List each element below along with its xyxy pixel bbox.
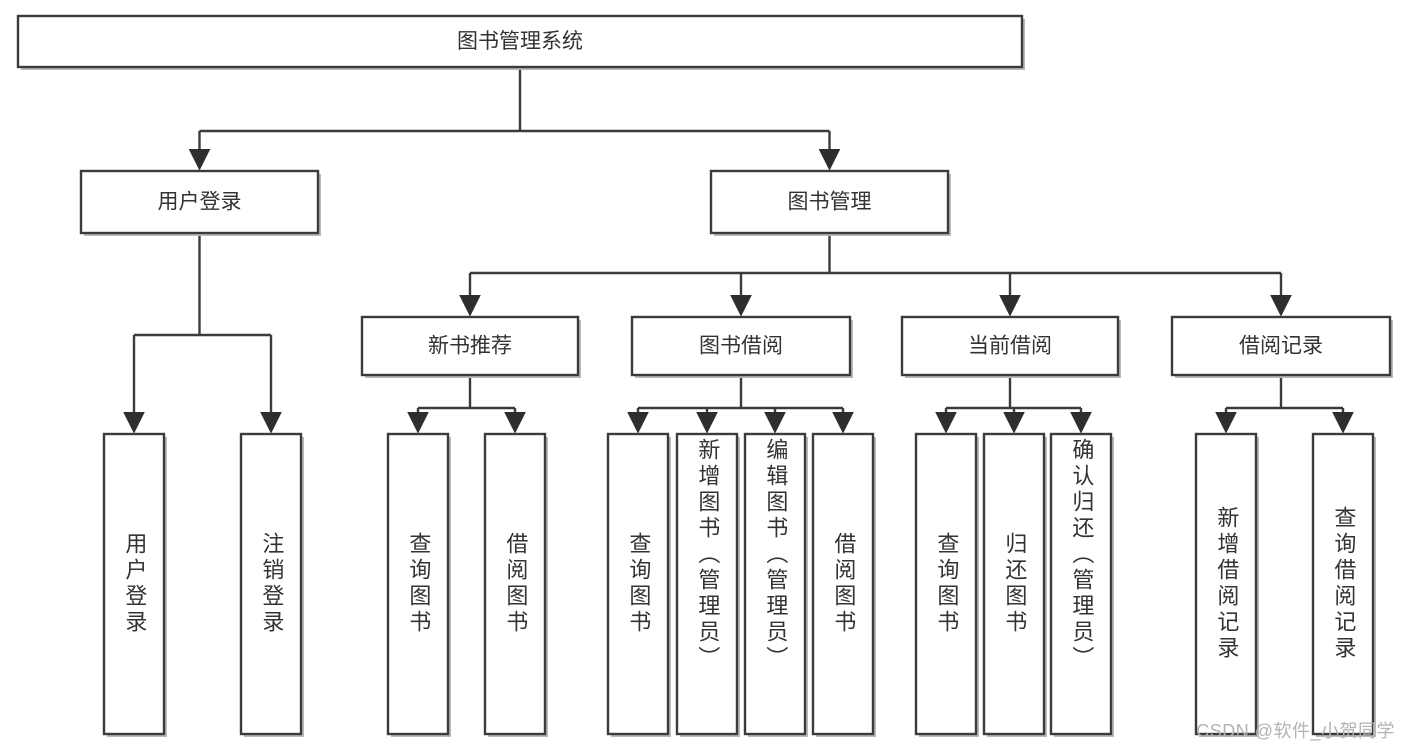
node-borrow-record[interactable] [1170,315,1392,377]
node-user-login[interactable] [79,169,320,235]
edges-layer [123,67,1354,434]
node-leaf-borrow-book-2[interactable] [811,432,875,736]
node-new-book-rec[interactable] [360,315,580,377]
node-root-label: 图书管理系统 [457,30,583,53]
node-book-borrow[interactable] [630,315,852,377]
watermark-text: CSDN @软件_小贺同学 [1196,721,1395,741]
node-leaf-confirm-return[interactable] [1049,432,1113,736]
node-root[interactable] [16,14,1024,69]
node-book-manage-label: 图书管理 [788,191,872,214]
node-book-manage[interactable] [709,169,950,235]
node-leaf-user-login[interactable] [102,432,166,736]
node-leaf-query-book-2[interactable] [606,432,670,736]
node-book-borrow-label: 图书借阅 [699,335,783,358]
node-leaf-query-book-3[interactable] [914,432,978,736]
node-user-login-label: 用户登录 [158,191,242,214]
node-new-book-rec-label: 新书推荐 [428,335,512,358]
node-leaf-logout[interactable] [239,432,303,736]
node-leaf-return-book[interactable] [982,432,1046,736]
node-leaf-borrow-book-1[interactable] [483,432,547,736]
node-leaf-edit-book[interactable] [743,432,807,736]
node-leaf-add-book[interactable] [675,432,739,736]
node-borrow-record-label: 借阅记录 [1239,335,1323,358]
node-leaf-query-record[interactable] [1311,432,1375,736]
node-current-borrow[interactable] [900,315,1120,377]
node-leaf-add-record[interactable] [1194,432,1258,736]
node-current-borrow-label: 当前借阅 [968,335,1052,358]
node-leaf-query-book-1[interactable] [386,432,450,736]
